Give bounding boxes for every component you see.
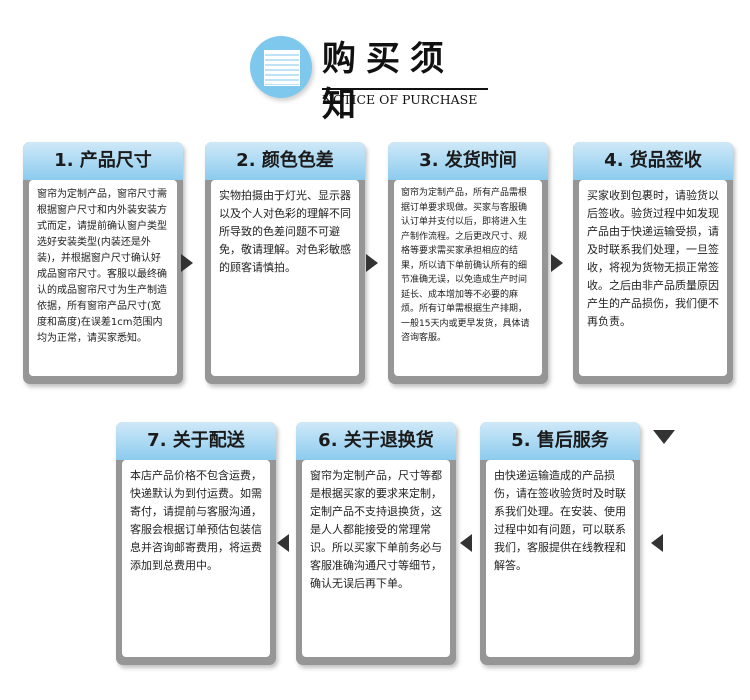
window-blind-icon xyxy=(250,36,312,98)
card-color-difference: 2. 颜色色差 实物拍摄由于灯光、显示器以及个人对色彩的理解不同所导致的色差问题… xyxy=(205,142,365,384)
arrow-left-icon xyxy=(460,534,472,552)
arrow-right-icon xyxy=(551,254,563,272)
card-title: 5. 售后服务 xyxy=(480,422,640,460)
card-title: 7. 关于配送 xyxy=(116,422,276,460)
arrow-left-icon xyxy=(651,534,663,552)
arrow-right-icon xyxy=(366,254,378,272)
card-product-size: 1. 产品尺寸 窗帘为定制产品，窗帘尺寸需根据窗户尺寸和内外装安装方式而定，请提… xyxy=(23,142,183,384)
card-title: 3. 发货时间 xyxy=(388,142,548,180)
card-returns: 6. 关于退换货 窗帘为定制产品，尺寸等都是根据买家的要求来定制，定制产品不支持… xyxy=(296,422,456,665)
header: 购买须知 NOTICE OF PURCHASE xyxy=(0,0,750,130)
card-title: 1. 产品尺寸 xyxy=(23,142,183,180)
card-shipping-time: 3. 发货时间 窗帘为定制产品，所有产品需根据订单要求现做。买家与客服确认订单并… xyxy=(388,142,548,384)
card-body: 由快递运输造成的产品损伤，请在签收验货时及时联系我们处理。在安装、使用过程中如有… xyxy=(486,460,634,657)
card-body: 本店产品价格不包含运费，快递默认为到付运费。如需寄付，请提前与客服沟通，客服会根… xyxy=(122,460,270,657)
card-body: 窗帘为定制产品，窗帘尺寸需根据窗户尺寸和内外装安装方式而定，请提前确认窗户类型选… xyxy=(29,180,177,376)
card-title: 2. 颜色色差 xyxy=(205,142,365,180)
card-body: 窗帘为定制产品，尺寸等都是根据买家的要求来定制，定制产品不支持退换货，这是人人都… xyxy=(302,460,450,657)
card-goods-receipt: 4. 货品签收 买家收到包裹时，请验货以后签收。验货过程中如发现产品由于快递运输… xyxy=(573,142,733,384)
card-delivery: 7. 关于配送 本店产品价格不包含运费，快递默认为到付运费。如需寄付，请提前与客… xyxy=(116,422,276,665)
card-after-sales: 5. 售后服务 由快递运输造成的产品损伤，请在签收验货时及时联系我们处理。在安装… xyxy=(480,422,640,665)
card-body: 窗帘为定制产品，所有产品需根据订单要求现做。买家与客服确认订单并支付以后，即将进… xyxy=(394,180,542,376)
card-title: 4. 货品签收 xyxy=(573,142,733,180)
blind-slats xyxy=(264,50,300,86)
page-title: 购买须知 xyxy=(322,39,454,125)
arrow-left-icon xyxy=(277,534,289,552)
card-body: 实物拍摄由于灯光、显示器以及个人对色彩的理解不同所导致的色差问题不可避免，敬请理… xyxy=(211,180,359,376)
title-divider xyxy=(322,88,488,90)
page-subtitle: NOTICE OF PURCHASE xyxy=(322,92,478,107)
arrow-down-icon xyxy=(653,430,675,444)
arrow-right-icon xyxy=(181,254,193,272)
card-title: 6. 关于退换货 xyxy=(296,422,456,460)
card-body: 买家收到包裹时，请验货以后签收。验货过程中如发现产品由于快递运输受损，请及时联系… xyxy=(579,180,727,376)
